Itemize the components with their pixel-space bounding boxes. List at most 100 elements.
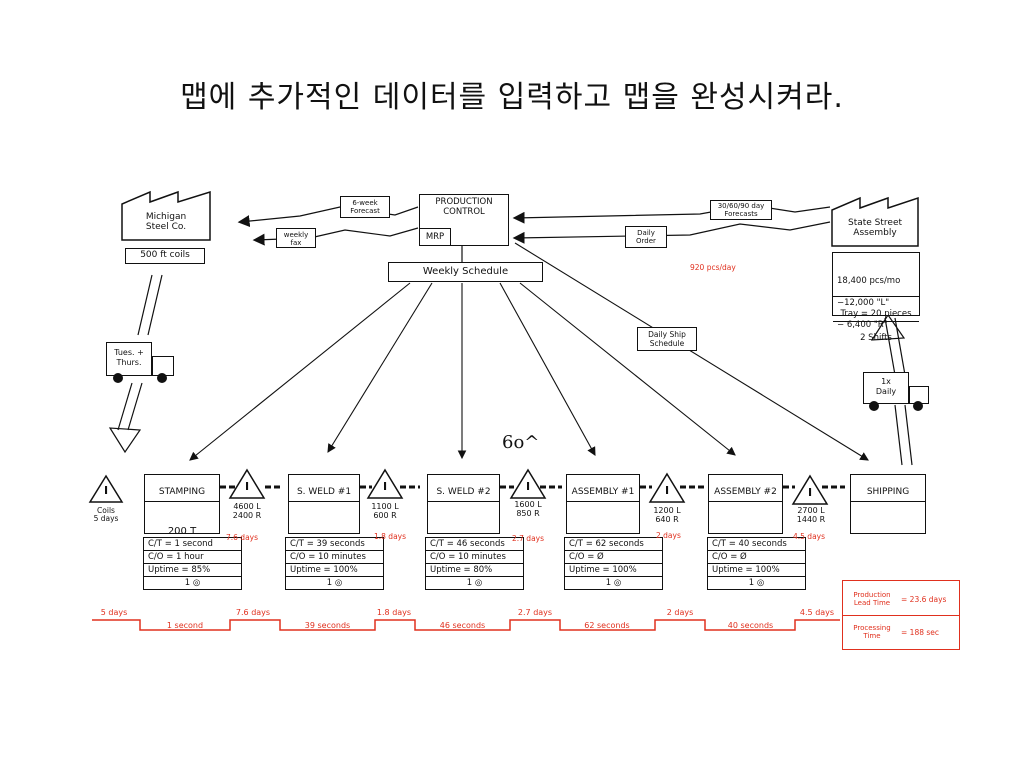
inventory-triangle-icon bbox=[88, 474, 124, 503]
timeline-wait: 1.8 days bbox=[376, 608, 412, 617]
weekly-schedule: Weekly Schedule bbox=[388, 262, 543, 282]
timeline-wait: 4.5 days bbox=[799, 608, 835, 617]
inventory-days: 4.5 days bbox=[793, 532, 826, 541]
forecast-306090: 30/60/90 day Forecasts bbox=[710, 200, 772, 220]
supplier-factory-icon bbox=[121, 190, 211, 241]
shift-count: 1 ◎ bbox=[748, 578, 765, 588]
shift-count: 1 ◎ bbox=[326, 578, 343, 588]
customer-truck: 1x Daily bbox=[863, 372, 909, 404]
inventory-days: 7.6 days bbox=[226, 533, 259, 542]
truck-wheels-icon bbox=[113, 373, 167, 383]
cycle-time: C/T = 1 second bbox=[144, 538, 241, 551]
changeover-time: C/O = Ø bbox=[565, 551, 662, 564]
truck-wheels-icon bbox=[869, 401, 923, 411]
inventory-triangle-icon bbox=[509, 468, 547, 499]
lead-time-summary: Production Lead Time = 23.6 days Process… bbox=[842, 580, 960, 650]
process-name: STAMPING bbox=[145, 485, 219, 502]
supplier-truck: Tues. + Thurs. bbox=[106, 342, 152, 376]
inventory-qty: 2700 L 1440 R bbox=[796, 506, 826, 524]
inventory-triangle-icon bbox=[228, 468, 266, 499]
inventory-qty: 1600 L 850 R bbox=[514, 500, 542, 518]
process-name: S. WELD #1 bbox=[289, 485, 359, 502]
daily-ship-schedule: Daily Ship Schedule bbox=[637, 327, 697, 351]
production-control-label: PRODUCTION CONTROL bbox=[435, 197, 493, 217]
processing-time-value: = 188 sec bbox=[901, 628, 940, 637]
timeline-wait: 5 days bbox=[100, 608, 128, 617]
lead-time-label: Production Lead Time bbox=[853, 591, 891, 607]
inventory-symbol: I bbox=[244, 480, 250, 493]
inventory-days: 1.8 days bbox=[374, 532, 407, 541]
shift-count: 1 ◎ bbox=[466, 578, 483, 588]
process-box-assembly2: ASSEMBLY #2 ◎1 bbox=[708, 474, 783, 551]
data-box-stamping: C/T = 1 second C/O = 1 hour Uptime = 85%… bbox=[143, 537, 242, 590]
timeline-wait: 2.7 days bbox=[517, 608, 553, 617]
customer-daily-demand: 920 pcs/day bbox=[690, 263, 736, 272]
process-name: ASSEMBLY #1 bbox=[567, 485, 639, 502]
cycle-time: C/T = 40 seconds bbox=[708, 538, 805, 551]
daily-order: Daily Order bbox=[625, 226, 667, 248]
customer-tray: Tray = 20 pieces bbox=[833, 307, 919, 322]
inventory-triangle-icon bbox=[791, 474, 829, 505]
process-box-weld2: S. WELD #2 ◎1 bbox=[427, 474, 500, 551]
lead-time-value: = 23.6 days bbox=[901, 595, 947, 604]
process-name: ASSEMBLY #2 bbox=[709, 485, 782, 502]
changeover-time: C/O = Ø bbox=[708, 551, 805, 564]
cycle-time: C/T = 46 seconds bbox=[426, 538, 523, 551]
timeline-process: 39 seconds bbox=[304, 621, 351, 630]
data-box-assembly1: C/T = 62 seconds C/O = Ø Uptime = 100% 1… bbox=[564, 537, 663, 590]
process-box-weld1: S. WELD #1 ◎1 bbox=[288, 474, 360, 551]
shift-count: 1 ◎ bbox=[184, 578, 201, 588]
inventory-qty: 1200 L 640 R bbox=[653, 506, 681, 524]
timeline-process: 1 second bbox=[166, 621, 204, 630]
inventory-days: 2.7 days bbox=[512, 534, 545, 543]
inventory-symbol: I bbox=[525, 480, 531, 493]
changeover-time: C/O = 1 hour bbox=[144, 551, 241, 564]
data-box-assembly2: C/T = 40 seconds C/O = Ø Uptime = 100% 1… bbox=[707, 537, 806, 590]
inventory-qty: 4600 L 2400 R bbox=[232, 502, 262, 520]
data-box-weld1: C/T = 39 seconds C/O = 10 minutes Uptime… bbox=[285, 537, 384, 590]
timeline-process: 62 seconds bbox=[584, 621, 630, 630]
cycle-time: C/T = 62 seconds bbox=[565, 538, 662, 551]
customer-demand: 18,400 pcs/mo −12,000 "L" − 6,400 "R" bbox=[833, 263, 919, 330]
forecast-6week: 6-week Forecast bbox=[340, 196, 390, 218]
inventory-symbol: I bbox=[382, 480, 388, 493]
timeline-process: 46 seconds bbox=[439, 621, 486, 630]
inventory-qty: 1100 L 600 R bbox=[371, 502, 399, 520]
order-arrow-customer bbox=[512, 221, 831, 244]
inventory-symbol: I bbox=[664, 484, 670, 497]
inventory-triangle-icon bbox=[366, 468, 404, 499]
forecast-arrow-supplier bbox=[237, 206, 419, 228]
process-name: SHIPPING bbox=[851, 485, 925, 502]
supplier-name: Michigan Steel Co. bbox=[145, 212, 187, 232]
process-box-shipping: SHIPPING bbox=[850, 474, 926, 534]
changeover-time: C/O = 10 minutes bbox=[286, 551, 383, 564]
customer-demand-l: −12,000 "L" bbox=[837, 298, 890, 308]
inventory-symbol: I bbox=[103, 484, 109, 497]
raw-inventory-label: Coils 5 days bbox=[93, 506, 119, 523]
mrp-label: MRP bbox=[420, 228, 451, 246]
slide-title: 맵에 추가적인 데이터를 입력하고 맵을 완성시켜라. bbox=[180, 80, 844, 115]
production-control-box: PRODUCTION CONTROL MRP bbox=[419, 194, 509, 246]
changeover-time: C/O = 10 minutes bbox=[426, 551, 523, 564]
cycle-time: C/T = 39 seconds bbox=[286, 538, 383, 551]
process-tonnage: 200 T bbox=[167, 526, 197, 537]
customer-name: State Street Assembly bbox=[847, 218, 903, 238]
customer-demand-r: − 6,400 "R" bbox=[837, 320, 888, 330]
shift-count: 1 ◎ bbox=[605, 578, 622, 588]
forecast-arrow-customer bbox=[512, 204, 831, 224]
weekly-fax: weekly fax bbox=[276, 228, 316, 248]
process-box-stamping: STAMPING 200 T◎1 bbox=[144, 474, 220, 551]
go-see-glasses-icon: 6o^ bbox=[502, 432, 540, 453]
uptime: Uptime = 100% bbox=[565, 564, 662, 577]
timeline-process: 40 seconds bbox=[727, 621, 774, 630]
process-box-assembly1: ASSEMBLY #1 ◎1 bbox=[566, 474, 640, 551]
customer-demand-total: 18,400 pcs/mo bbox=[837, 276, 901, 286]
customer-factory-icon bbox=[831, 196, 919, 247]
timeline-wait: 7.6 days bbox=[235, 608, 271, 617]
processing-time-label: Processing Time bbox=[853, 624, 891, 640]
customer-shifts: 2 Shifts bbox=[860, 333, 892, 343]
inventory-triangle-icon bbox=[648, 472, 686, 503]
uptime: Uptime = 80% bbox=[426, 564, 523, 577]
process-name: S. WELD #2 bbox=[428, 485, 499, 502]
